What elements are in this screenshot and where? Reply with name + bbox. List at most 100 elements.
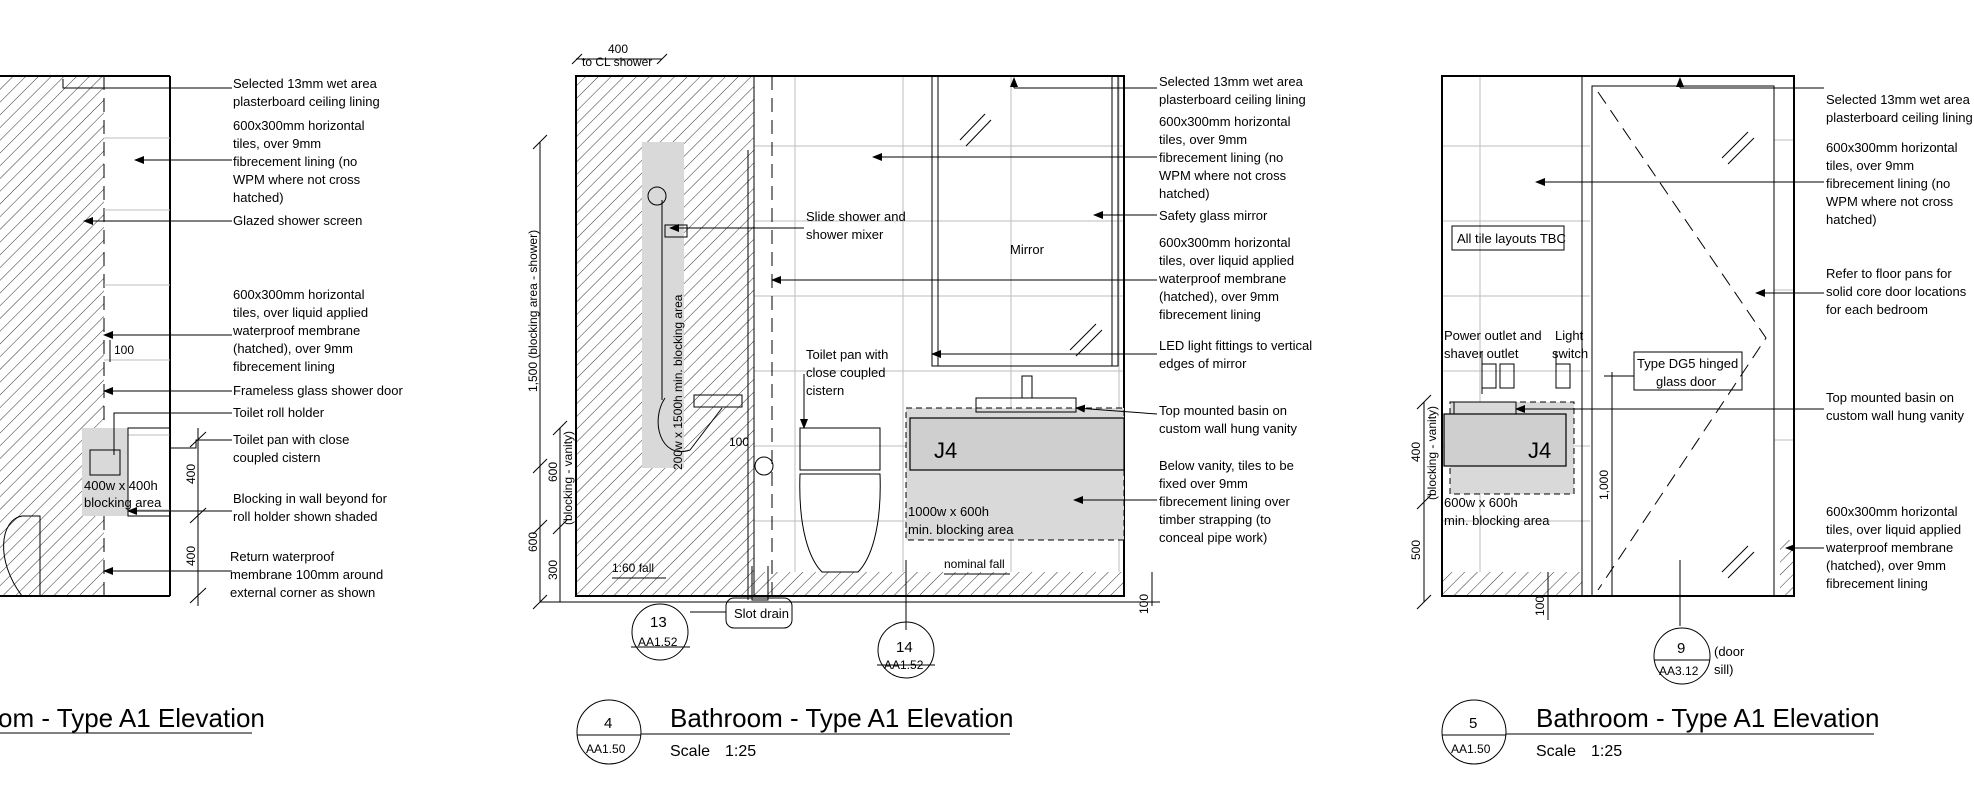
svg-text:close coupled: close coupled	[806, 365, 886, 380]
right-scale-label: Scale	[1536, 743, 1576, 760]
svg-text:solid core door locations: solid core door locations	[1826, 284, 1967, 299]
right-elevation: J4 600w x 600h min. blocking area All ti…	[1409, 75, 1973, 765]
svg-text:600: 600	[546, 462, 560, 482]
middle-title-sheet: AA1.50	[586, 742, 626, 756]
svg-text:Blocking in wall beyond for: Blocking in wall beyond for	[233, 491, 388, 506]
svg-text:Selected 13mm wet area: Selected 13mm wet area	[1159, 74, 1304, 89]
left-dim-400b: 400	[184, 546, 198, 566]
left-block-label-2: blocking area	[84, 495, 162, 510]
left-note-door: Frameless glass shower door	[233, 383, 403, 398]
svg-text:coupled cistern: coupled cistern	[233, 450, 320, 465]
svg-text:WPM where not cross: WPM where not cross	[1159, 168, 1287, 183]
callout-13-sheet: AA1.52	[638, 635, 678, 649]
mid-note-led: LED light fittings to vertical edges of …	[1159, 338, 1312, 371]
mid-note-basin: Top mounted basin on custom wall hung va…	[1159, 403, 1298, 436]
vanity-cabinet	[909, 417, 1125, 471]
svg-text:tiles, over liquid applied: tiles, over liquid applied	[233, 305, 368, 320]
toilet-roll-holder	[89, 449, 121, 476]
middle-elevation: 400 to CL shower 200w x 1500h min. block…	[526, 42, 1312, 765]
mid-note-tiles-fc: 600x300mm horizontal tiles, over 9mm fib…	[1159, 114, 1291, 201]
toilet-pan	[799, 473, 881, 573]
left-dim-400a: 400	[184, 464, 198, 484]
door-type-box	[1633, 351, 1743, 391]
svg-text:tiles, over 9mm: tiles, over 9mm	[233, 136, 321, 151]
door-type-1: Type DG5 hinged	[1637, 356, 1738, 371]
left-note-tiles-fc: 600x300mm horizontal tiles, over 9mm fib…	[233, 118, 365, 205]
svg-text:tiles, over liquid applied: tiles, over liquid applied	[1159, 253, 1294, 268]
svg-text:timber strapping (to: timber strapping (to	[1159, 512, 1271, 527]
right-block-1: 600w x 600h	[1444, 495, 1518, 510]
shower-blocking-area	[642, 142, 684, 468]
callout-14-num: 14	[896, 639, 913, 656]
svg-text:waterproof membrane: waterproof membrane	[1825, 540, 1953, 555]
svg-text:(blocking - vanity): (blocking - vanity)	[561, 431, 575, 525]
vanity-tag-right: J4	[1528, 438, 1551, 463]
svg-text:Return waterproof: Return waterproof	[230, 549, 334, 564]
fall-left: 1:60 fall	[612, 561, 654, 575]
svg-text:600x300mm horizontal: 600x300mm horizontal	[1826, 504, 1958, 519]
left-block-label-1: 400w x 400h	[84, 478, 158, 493]
right-note-basin: Top mounted basin on custom wall hung va…	[1826, 390, 1965, 423]
mid-note-tiles-wpm: 600x300mm horizontal tiles, over liquid …	[1158, 235, 1294, 322]
left-note-roll: Toilet roll holder	[233, 405, 325, 420]
power-outlet	[1481, 363, 1497, 389]
svg-text:400: 400	[1409, 442, 1423, 462]
callout-9	[1653, 627, 1711, 685]
middle-top-dim-1: 400	[608, 42, 628, 56]
svg-text:Toilet pan with: Toilet pan with	[806, 347, 888, 362]
power-label-2: shaver outlet	[1444, 346, 1519, 361]
svg-text:Toilet pan with close: Toilet pan with close	[233, 432, 349, 447]
svg-text:Below vanity, tiles to be: Below vanity, tiles to be	[1159, 458, 1294, 473]
left-note-return: Return waterproof membrane 100mm around …	[230, 549, 383, 600]
svg-text:fibrecement lining over: fibrecement lining over	[1159, 494, 1290, 509]
svg-text:600x300mm horizontal: 600x300mm horizontal	[233, 118, 365, 133]
svg-text:conceal pipe work): conceal pipe work)	[1159, 530, 1267, 545]
svg-text:LED light fittings to vertical: LED light fittings to vertical	[1159, 338, 1312, 353]
svg-text:600x300mm horizontal: 600x300mm horizontal	[1159, 114, 1291, 129]
mid-note-pan: Toilet pan with close coupled cistern	[806, 347, 888, 398]
right-note-floorpans: Refer to floor pans for solid core door …	[1826, 266, 1967, 317]
callout-9-sheet: AA3.12	[1659, 664, 1699, 678]
right-note-ceiling: Selected 13mm wet area plasterboard ceil…	[1826, 92, 1973, 125]
middle-title-num: 4	[604, 715, 612, 732]
slot-drain-box	[725, 597, 793, 629]
right-title-text: Bathroom - Type A1 Elevation	[1536, 703, 1880, 733]
svg-text:cistern: cistern	[806, 383, 844, 398]
svg-text:edges of mirror: edges of mirror	[1159, 356, 1247, 371]
svg-text:shower mixer: shower mixer	[806, 227, 884, 242]
vanity-tag-mid: J4	[934, 438, 957, 463]
svg-text:external corner as shown: external corner as shown	[230, 585, 375, 600]
middle-title-block: 4 AA1.50 Bathroom - Type A1 Elevation Sc…	[576, 699, 1014, 765]
toilet-cistern	[799, 427, 881, 471]
left-dim-100: 100	[114, 343, 134, 357]
svg-text:600x300mm horizontal: 600x300mm horizontal	[1159, 235, 1291, 250]
left-cistern	[127, 427, 171, 517]
svg-text:waterproof membrane: waterproof membrane	[1158, 271, 1286, 286]
svg-text:500: 500	[1409, 540, 1423, 560]
middle-vertical-dims: 1,500 (blocking area - shower) 600 600 3…	[526, 134, 1153, 614]
svg-text:fibrecement lining: fibrecement lining	[233, 359, 335, 374]
door-type-2: glass door	[1656, 374, 1717, 389]
left-note-pan: Toilet pan with close coupled cistern	[233, 432, 349, 465]
vanity-block-1: 1000w x 600h	[908, 504, 989, 519]
svg-text:Top mounted basin on: Top mounted basin on	[1826, 390, 1954, 405]
middle-scale-label: Scale	[670, 743, 710, 760]
right-title-sheet: AA1.50	[1451, 742, 1491, 756]
left-elevation: 400w x 400h blocking area 100 400 400 Se…	[0, 75, 403, 734]
svg-text:600x300mm horizontal: 600x300mm horizontal	[233, 287, 365, 302]
callout-9-note-1: (door	[1714, 644, 1745, 659]
svg-text:fibrecement lining (no: fibrecement lining (no	[1159, 150, 1283, 165]
mirror-label: Mirror	[1010, 242, 1045, 257]
mid-note-ceiling: Selected 13mm wet area plasterboard ceil…	[1159, 74, 1306, 107]
svg-text:tiles, over 9mm: tiles, over 9mm	[1159, 132, 1247, 147]
mid-note-mirror: Safety glass mirror	[1159, 208, 1268, 223]
svg-text:WPM where not cross: WPM where not cross	[233, 172, 361, 187]
svg-text:membrane 100mm around: membrane 100mm around	[230, 567, 383, 582]
svg-text:plasterboard ceiling lining: plasterboard ceiling lining	[1826, 110, 1973, 125]
svg-text:hatched): hatched)	[233, 190, 284, 205]
svg-text:tiles, over 9mm: tiles, over 9mm	[1826, 158, 1914, 173]
svg-text:Slide shower and: Slide shower and	[806, 209, 906, 224]
left-toilet-pan	[3, 515, 41, 597]
light-label-1: Light	[1555, 328, 1584, 343]
